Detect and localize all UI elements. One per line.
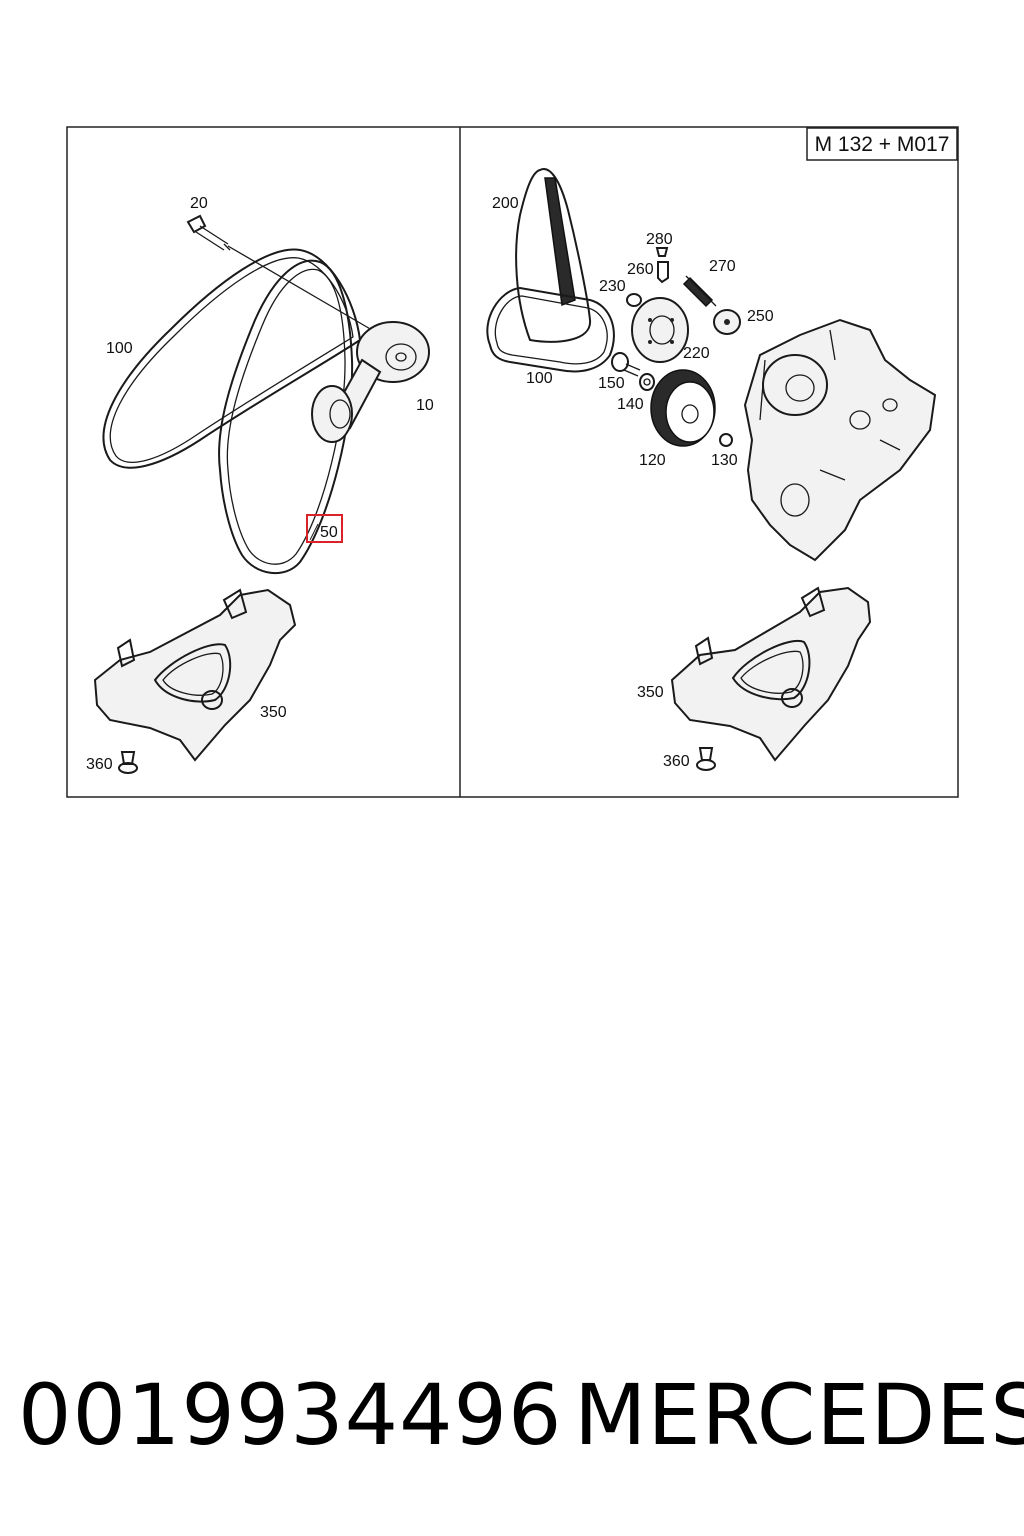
callout-260: 260 xyxy=(627,261,654,278)
belt-100-right-drawing xyxy=(486,286,615,373)
callout-280: 280 xyxy=(646,231,673,248)
callout-220: 220 xyxy=(683,345,710,362)
bolt-20-drawing xyxy=(186,214,373,331)
tensioner-10-drawing xyxy=(311,321,430,443)
clip-360-right-drawing xyxy=(696,747,716,771)
bolt-150-drawing xyxy=(611,352,641,377)
nut-130-drawing xyxy=(719,433,733,447)
diagram-frame xyxy=(66,126,959,798)
callout-50: 50 xyxy=(320,524,338,541)
part-number: 0019934496 xyxy=(18,1366,563,1464)
highlight-box xyxy=(306,514,343,543)
parts-diagram: M 132 + M017 xyxy=(66,126,959,798)
callout-140: 140 xyxy=(617,396,644,413)
callout-130: 130 xyxy=(711,452,738,469)
callout-100-right: 100 xyxy=(526,370,553,387)
pulley-120-drawing xyxy=(650,369,716,447)
callout-230: 230 xyxy=(599,278,626,295)
cover-350-left-drawing xyxy=(93,588,297,762)
bolt-230-drawing xyxy=(626,293,642,307)
callout-360-right: 360 xyxy=(663,753,690,770)
callout-350-left: 350 xyxy=(260,704,287,721)
bolt-280-drawing xyxy=(655,247,669,257)
right-panel xyxy=(486,168,937,771)
callout-150: 150 xyxy=(598,375,625,392)
callout-250: 250 xyxy=(747,308,774,325)
callout-270: 270 xyxy=(709,258,736,275)
callout-200: 200 xyxy=(492,195,519,212)
footer: 0019934496 MERCEDES xyxy=(0,1360,1024,1470)
engine-front-cover-drawing xyxy=(743,318,937,562)
pulley-220-drawing xyxy=(631,297,689,363)
left-panel xyxy=(93,214,430,774)
callout-360-left: 360 xyxy=(86,756,113,773)
damper-270-drawing xyxy=(682,275,717,308)
clip-360-left-drawing xyxy=(118,751,138,774)
callout-20: 20 xyxy=(190,195,208,212)
callout-100-left: 100 xyxy=(106,340,133,357)
brand-name: MERCEDES xyxy=(574,1366,1024,1464)
cover-350-right-drawing xyxy=(670,586,872,762)
belt-50-drawing xyxy=(218,259,354,575)
model-code: M 132 + M017 xyxy=(815,133,950,156)
plate-250-drawing xyxy=(713,309,741,335)
callout-10: 10 xyxy=(416,397,434,414)
model-code-box: M 132 + M017 xyxy=(806,127,958,161)
callout-350-right: 350 xyxy=(637,684,664,701)
belt-200-drawing xyxy=(515,168,592,343)
washer-140-drawing xyxy=(639,373,655,391)
bolt-260-drawing xyxy=(657,261,669,284)
highlighted-callout-50[interactable]: 50 xyxy=(306,514,343,543)
callout-120: 120 xyxy=(639,452,666,469)
